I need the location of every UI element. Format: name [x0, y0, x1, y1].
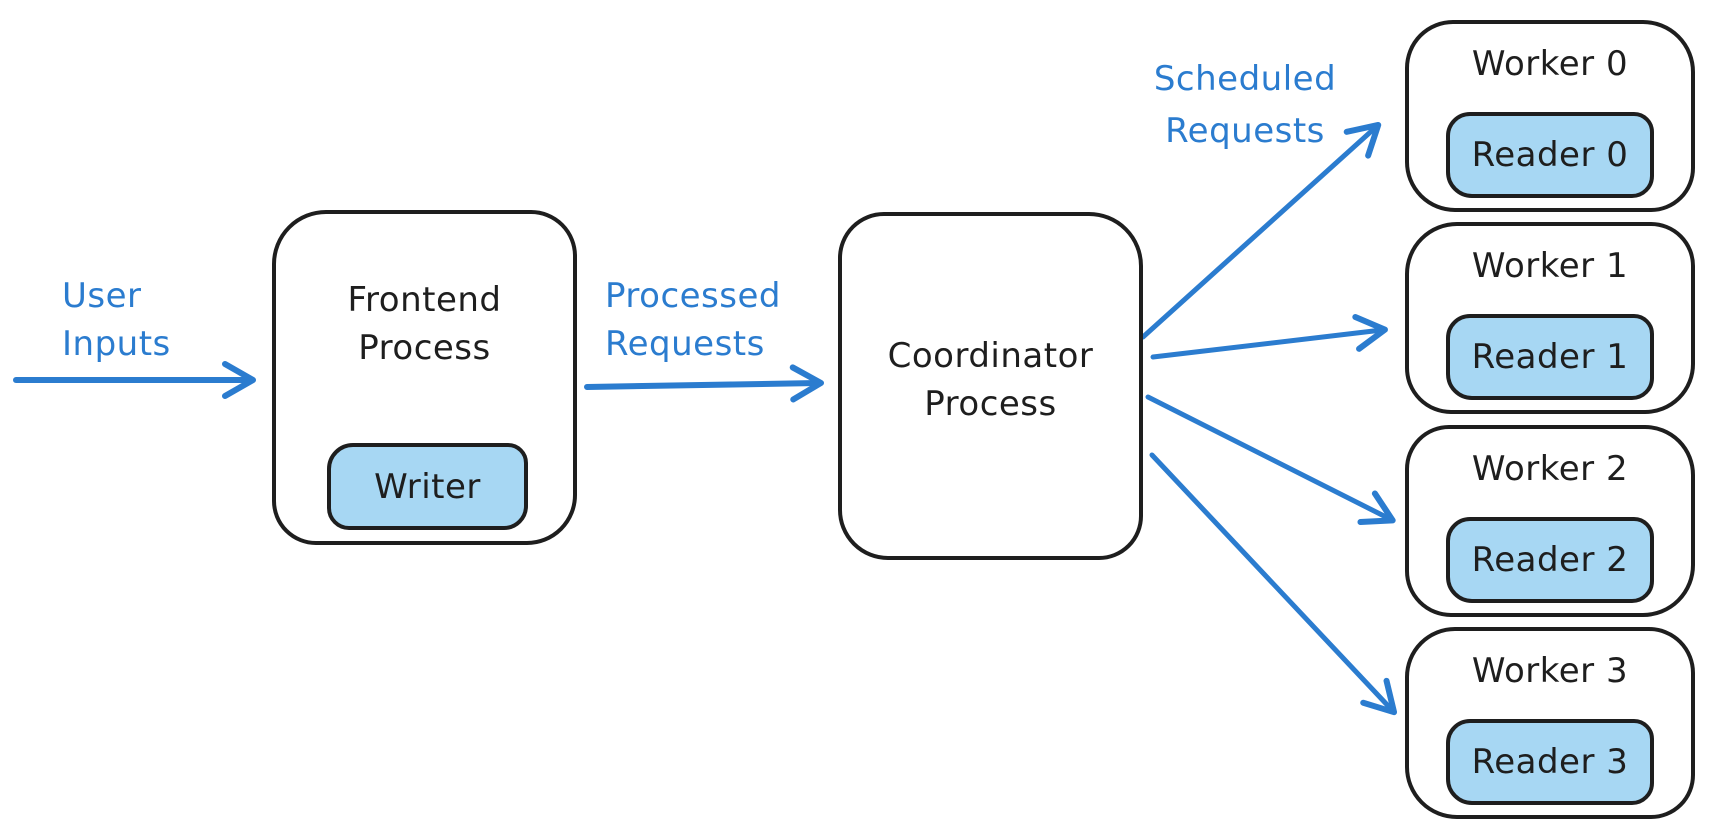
coordinator-process-line1: Coordinator — [887, 336, 1094, 376]
reader-1-label: Reader 1 — [1471, 337, 1629, 377]
reader-3-label: Reader 3 — [1471, 742, 1629, 782]
reader-0-chip: Reader 0 — [1446, 112, 1654, 198]
frontend-process-line1: Frontend — [347, 280, 502, 320]
scheduled-arrow-worker-1 — [1150, 314, 1388, 360]
reader-2-chip: Reader 2 — [1446, 517, 1654, 603]
writer-chip: Writer — [327, 443, 528, 530]
worker-0-box: Worker 0 Reader 0 — [1405, 20, 1695, 212]
worker-1-box: Worker 1 Reader 1 — [1405, 222, 1695, 414]
scheduled-requests-label: Scheduled Requests — [1120, 53, 1370, 157]
user-inputs-line2: Inputs — [62, 324, 171, 364]
scheduled-arrow-worker-0 — [1140, 121, 1382, 340]
worker-3-box: Worker 3 Reader 3 — [1405, 627, 1695, 819]
processed-requests-arrow — [584, 364, 824, 403]
scheduled-requests-line2: Requests — [1165, 111, 1325, 151]
worker-3-label: Worker 3 — [1471, 651, 1629, 691]
frontend-process-label: Frontend Process — [272, 276, 577, 372]
scheduled-arrow-worker-2 — [1145, 394, 1396, 526]
coordinator-process-line2: Process — [924, 384, 1057, 424]
reader-1-chip: Reader 1 — [1446, 314, 1654, 400]
scheduled-requests-line1: Scheduled — [1153, 59, 1337, 99]
scheduled-arrow-worker-3 — [1149, 452, 1398, 716]
worker-2-label: Worker 2 — [1471, 449, 1629, 489]
reader-0-label: Reader 0 — [1471, 135, 1629, 175]
user-inputs-label: User Inputs — [62, 272, 171, 368]
frontend-process-line2: Process — [358, 328, 491, 368]
reader-2-label: Reader 2 — [1471, 540, 1629, 580]
coordinator-process-label: Coordinator Process — [838, 332, 1143, 428]
worker-0-label: Worker 0 — [1471, 44, 1629, 84]
worker-2-box: Worker 2 Reader 2 — [1405, 425, 1695, 617]
worker-1-label: Worker 1 — [1471, 246, 1629, 286]
processed-requests-line1: Processed — [605, 276, 781, 316]
writer-label: Writer — [374, 466, 481, 507]
processed-requests-line2: Requests — [605, 324, 765, 364]
user-inputs-line1: User — [62, 276, 142, 316]
reader-3-chip: Reader 3 — [1446, 719, 1654, 805]
coordinator-process-box — [838, 212, 1143, 560]
processed-requests-label: Processed Requests — [605, 272, 781, 368]
